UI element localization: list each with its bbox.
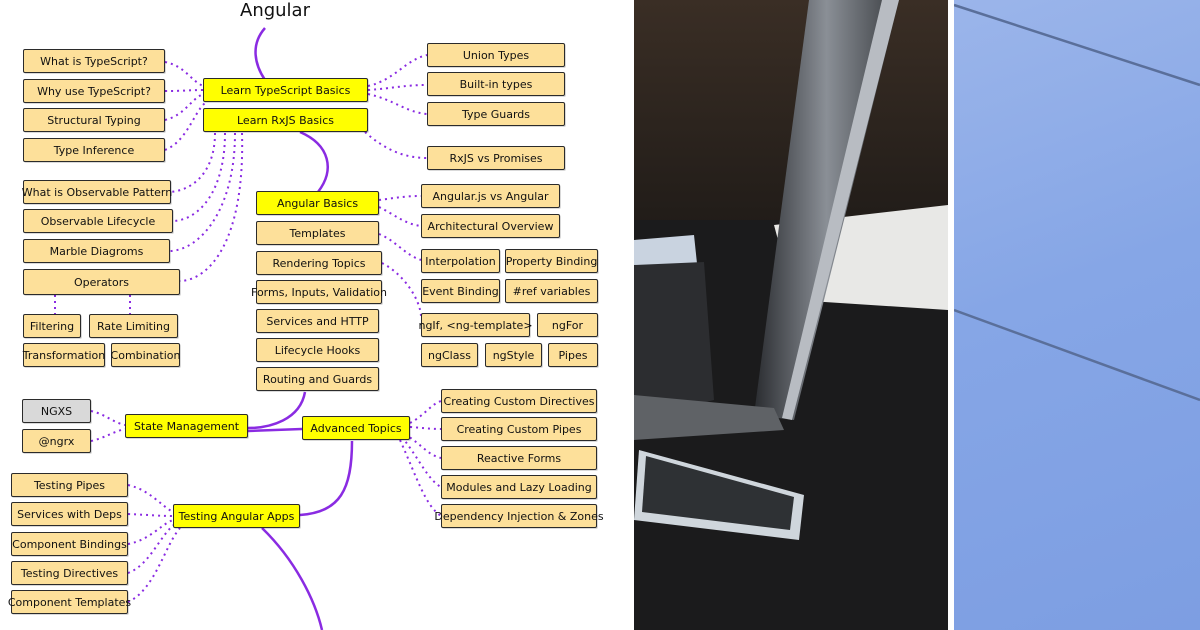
node-operators[interactable]: Operators bbox=[23, 269, 180, 295]
node-structural-typing[interactable]: Structural Typing bbox=[23, 108, 165, 132]
node-type-guards[interactable]: Type Guards bbox=[427, 102, 565, 126]
node-marble-diagrams[interactable]: Marble Diagroms bbox=[23, 239, 170, 263]
link-state-ngrx bbox=[90, 428, 126, 442]
node-built-in-types[interactable]: Built-in types bbox=[427, 72, 565, 96]
link-test-templates bbox=[127, 527, 181, 603]
node-component-templates[interactable]: Component Templates bbox=[8, 590, 131, 614]
node-interpolation[interactable]: Interpolation bbox=[421, 249, 500, 273]
node-ref-variables[interactable]: #ref variables bbox=[505, 279, 598, 303]
node-rendering-topics[interactable]: Rendering Topics bbox=[256, 251, 382, 275]
dotted-links bbox=[54, 54, 442, 603]
node-property-binding[interactable]: Property Binding bbox=[505, 249, 598, 273]
link-rxjs-operators bbox=[179, 132, 244, 282]
node-reactive-forms[interactable]: Reactive Forms bbox=[441, 446, 597, 470]
sky-photo bbox=[954, 0, 1200, 630]
node-transformation[interactable]: Transformation bbox=[23, 343, 105, 367]
link-test-pipes bbox=[127, 484, 174, 513]
node-testing-pipes[interactable]: Testing Pipes bbox=[11, 473, 128, 497]
link-advanced-testing bbox=[299, 440, 354, 517]
node-forms-inputs-validation[interactable]: Forms, Inputs, Validation bbox=[251, 280, 387, 304]
node-type-inference[interactable]: Type Inference bbox=[23, 138, 165, 162]
link-adv-reactive bbox=[404, 433, 442, 459]
diagram-title: Angular bbox=[240, 0, 310, 21]
node-modules-lazy-loading[interactable]: Modules and Lazy Loading bbox=[441, 475, 597, 499]
sky-photo-art bbox=[954, 3, 1200, 402]
link-rxjs-angular bbox=[299, 130, 329, 193]
link-state-ngxs bbox=[90, 410, 126, 426]
node-observable-lifecycle[interactable]: Observable Lifecycle bbox=[23, 209, 173, 233]
node-rxjs-vs-promises[interactable]: RxJS vs Promises bbox=[427, 146, 565, 170]
node-why-use-typescript[interactable]: Why use TypeScript? bbox=[23, 79, 165, 103]
node-lifecycle-hooks[interactable]: Lifecycle Hooks bbox=[256, 338, 379, 362]
node-advanced-topics[interactable]: Advanced Topics bbox=[302, 416, 410, 440]
roadmap-links bbox=[54, 27, 442, 630]
link-ts-guards bbox=[367, 93, 428, 115]
node-component-bindings[interactable]: Component Bindings bbox=[11, 532, 128, 556]
link-ab-angularjs bbox=[378, 195, 422, 201]
node-learn-typescript-basics[interactable]: Learn TypeScript Basics bbox=[203, 78, 368, 102]
node-ngrx[interactable]: @ngrx bbox=[22, 429, 91, 453]
link-adv-di bbox=[399, 439, 442, 517]
link-ts-what bbox=[164, 61, 204, 87]
node-filtering[interactable]: Filtering bbox=[23, 314, 81, 338]
link-adv-lazy bbox=[401, 436, 442, 488]
link-rxjs-observable bbox=[169, 132, 216, 193]
link-ts-union bbox=[367, 54, 428, 87]
angular-roadmap-diagram: Angular Learn TypeScript Basics Learn Rx… bbox=[7, 0, 604, 630]
panel-divider-right bbox=[948, 0, 954, 630]
main-path bbox=[247, 27, 354, 630]
node-testing-directives[interactable]: Testing Directives bbox=[11, 561, 128, 585]
link-templates-interp bbox=[378, 233, 422, 261]
link-rxjs-promises bbox=[364, 131, 428, 159]
laptop-photo-art bbox=[634, 0, 948, 630]
node-observable-pattern[interactable]: What is Observable Pattern bbox=[22, 180, 172, 204]
link-test-directives bbox=[127, 523, 176, 574]
node-ngxs[interactable]: NGXS bbox=[22, 399, 91, 423]
link-testing-down bbox=[261, 527, 324, 630]
link-test-bindings bbox=[127, 519, 174, 545]
node-learn-rxjs-basics[interactable]: Learn RxJS Basics bbox=[203, 108, 368, 132]
node-testing-angular-apps[interactable]: Testing Angular Apps bbox=[173, 504, 300, 528]
link-state-advanced bbox=[247, 427, 303, 433]
link-routing-state bbox=[247, 391, 307, 430]
link-adv-directives bbox=[409, 400, 442, 424]
node-union-types[interactable]: Union Types bbox=[427, 43, 565, 67]
node-combination[interactable]: Combination bbox=[111, 343, 180, 367]
link-adv-pipes bbox=[409, 426, 442, 430]
node-ngfor[interactable]: ngFor bbox=[537, 313, 598, 337]
link-ab-arch bbox=[378, 206, 422, 227]
link-rxjs-lifecycle bbox=[172, 132, 226, 222]
node-templates[interactable]: Templates bbox=[256, 221, 379, 245]
node-ngstyle[interactable]: ngStyle bbox=[485, 343, 542, 367]
link-ts-why bbox=[164, 89, 204, 92]
node-rate-limiting[interactable]: Rate Limiting bbox=[89, 314, 178, 338]
link-rxjs-marble bbox=[169, 132, 236, 252]
node-architectural-overview[interactable]: Architectural Overview bbox=[421, 214, 560, 238]
node-event-binding[interactable]: Event Binding bbox=[421, 279, 500, 303]
node-services-with-deps[interactable]: Services with Deps bbox=[11, 502, 128, 526]
node-ngif-ng-template[interactable]: ngIf, <ng-template> bbox=[418, 313, 533, 337]
node-angularjs-vs-angular[interactable]: Angular.js vs Angular bbox=[421, 184, 560, 208]
node-services-and-http[interactable]: Services and HTTP bbox=[256, 309, 379, 333]
link-test-services bbox=[127, 513, 174, 517]
laptop-photo bbox=[634, 0, 948, 630]
link-title-ts bbox=[254, 27, 267, 81]
node-custom-pipes[interactable]: Creating Custom Pipes bbox=[441, 417, 597, 441]
link-ts-builtin bbox=[367, 84, 428, 91]
link-rendering-ngif bbox=[381, 262, 422, 317]
node-pipes[interactable]: Pipes bbox=[548, 343, 598, 367]
node-custom-directives[interactable]: Creating Custom Directives bbox=[441, 389, 597, 413]
link-ts-infer bbox=[164, 99, 211, 151]
link-ts-struct bbox=[164, 93, 204, 121]
node-di-zones[interactable]: Dependency Injection & Zones bbox=[434, 504, 604, 528]
node-what-is-typescript[interactable]: What is TypeScript? bbox=[23, 49, 165, 73]
panel-divider-left bbox=[628, 0, 634, 630]
node-routing-and-guards[interactable]: Routing and Guards bbox=[256, 367, 379, 391]
node-ngclass[interactable]: ngClass bbox=[421, 343, 478, 367]
node-angular-basics[interactable]: Angular Basics bbox=[256, 191, 379, 215]
node-state-management[interactable]: State Management bbox=[125, 414, 248, 438]
